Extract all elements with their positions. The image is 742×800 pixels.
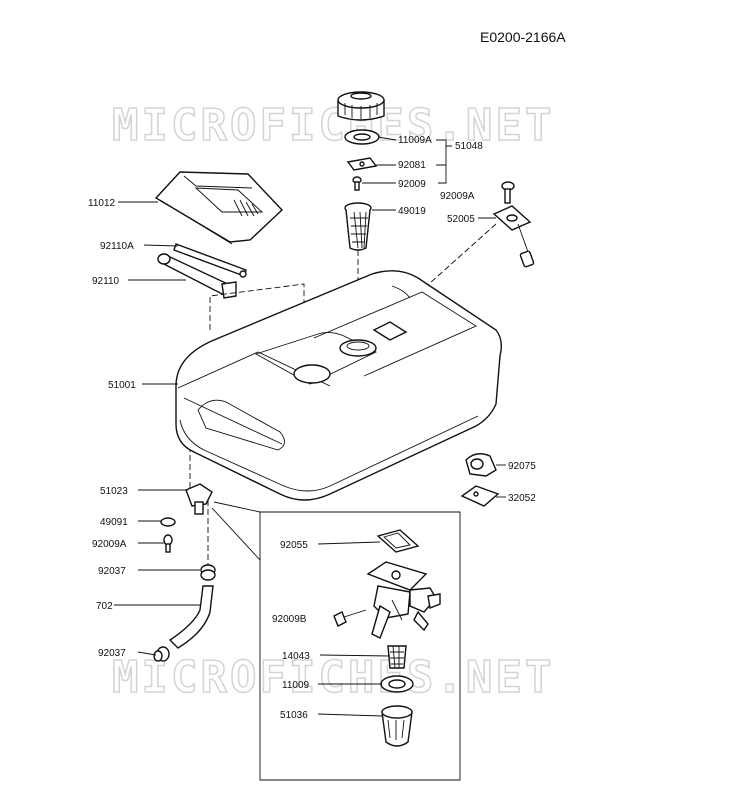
- detail-pointer: [211, 507, 261, 561]
- fuel-cup: [381, 705, 413, 747]
- label-92110: 92110: [92, 276, 120, 287]
- label-51036: 51036: [280, 710, 308, 721]
- fuel-cock: [185, 483, 213, 515]
- cock-washer: [160, 517, 176, 527]
- drawing-id: E0200-2166A: [480, 29, 566, 45]
- fuel-strainer: [344, 202, 372, 251]
- cock-screw: [333, 609, 367, 627]
- label-92009B: 92009B: [272, 614, 307, 625]
- label-92055: 92055: [280, 540, 308, 551]
- detail-box: [213, 501, 461, 781]
- label-51048: 51048: [455, 141, 483, 152]
- label-92037-lower: 92037: [98, 648, 126, 659]
- cock-filter: [387, 645, 407, 669]
- spark-plug-wrench-bar: [173, 243, 247, 278]
- watermark-bottom: MICROFICHES.NET: [112, 652, 554, 703]
- label-702: 702: [96, 601, 113, 612]
- label-11009: 11009: [282, 680, 310, 691]
- hose-clamp-lower: [153, 646, 170, 662]
- tank-bracket: [460, 485, 500, 507]
- label-92110A: 92110A: [100, 241, 134, 252]
- label-49019: 49019: [398, 206, 426, 217]
- label-92081: 92081: [398, 160, 426, 171]
- label-14043: 14043: [282, 651, 310, 662]
- label-52005: 52005: [447, 214, 475, 225]
- cap-gasket: [344, 129, 380, 145]
- hose-clamp-upper: [200, 564, 216, 581]
- label-51001: 51001: [108, 380, 136, 391]
- fuel-tank: [175, 270, 503, 501]
- leader-lines: [114, 136, 506, 717]
- tank-rubber-mount: [465, 453, 497, 477]
- label-92009A-left: 92009A: [92, 539, 127, 550]
- label-49091: 49091: [100, 517, 128, 528]
- label-92075: 92075: [508, 461, 536, 472]
- spark-plug-wrench: [157, 253, 237, 299]
- label-92009-top: 92009: [398, 179, 426, 190]
- label-11009A: 11009A: [398, 135, 432, 146]
- cap-chain-plate: [346, 157, 378, 171]
- cock-bolt: [163, 534, 173, 553]
- label-51023: 51023: [100, 486, 128, 497]
- label-32052: 32052: [508, 493, 536, 504]
- label-92037-upper: 92037: [98, 566, 126, 577]
- fuel-gauge: [492, 181, 535, 268]
- tool-box-cover: [154, 171, 283, 245]
- cock-body: [366, 561, 441, 639]
- watermark-top: MICROFICHES.NET: [112, 100, 554, 151]
- fuel-cap: [337, 91, 385, 121]
- cock-gasket: [376, 529, 420, 553]
- cup-gasket: [380, 675, 414, 693]
- fuel-hose: [168, 585, 214, 649]
- label-92009A-right: 92009A: [440, 191, 475, 202]
- cap-screw: [352, 176, 362, 191]
- label-11012: 11012: [88, 198, 116, 209]
